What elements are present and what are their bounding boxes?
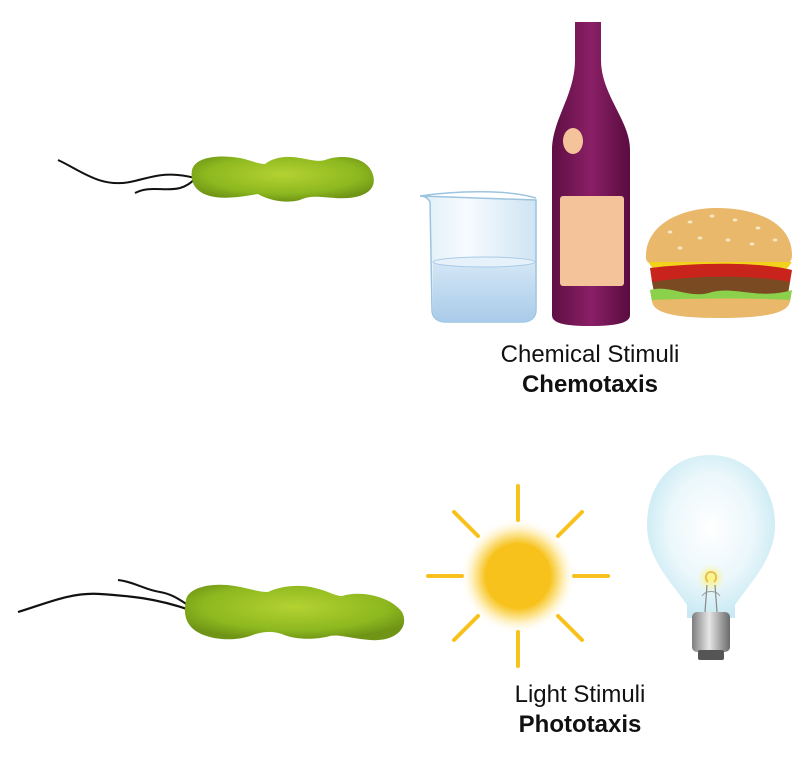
light-stimuli-label: Light Stimuli [514,681,646,708]
chemical-stimuli-label: Chemical Stimuli [500,341,680,368]
chemotaxis-label: Chemotaxis [521,371,659,398]
bacterium-icon [17,579,405,641]
light-bulb-icon [647,455,775,660]
chemotaxis-caption: Chemical Stimuli Chemotaxis [440,340,740,400]
beaker-icon [419,190,537,323]
wine-bottle-icon [552,22,630,326]
phototaxis-caption: Light Stimuli Phototaxis [470,680,690,740]
phototaxis-label: Phototaxis [518,711,642,738]
burger-icon [645,208,792,318]
sun-icon [426,484,610,668]
bacterium-icon [57,156,374,202]
